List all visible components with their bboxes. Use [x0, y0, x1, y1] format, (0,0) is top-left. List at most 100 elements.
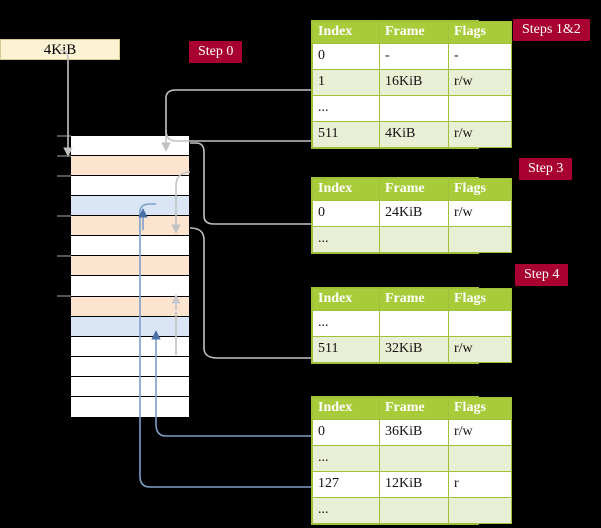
table-cell: 1 [312, 69, 380, 96]
size-label-4kib: 4KiB [0, 39, 120, 60]
memory-frame-row [71, 396, 189, 417]
table-row: ... [312, 445, 512, 472]
badge-step-0-text: Step 0 [198, 44, 234, 59]
table-cell: 511 [312, 336, 380, 363]
memory-tick-1 [57, 155, 71, 157]
memory-tick-8 [57, 295, 71, 297]
memory-tick-0 [57, 135, 71, 137]
table-cell: 0 [312, 43, 380, 70]
memory-frame-row [71, 356, 189, 377]
table-row: 0-- [312, 43, 512, 70]
table-cell: r/w [448, 121, 512, 148]
table-cell: r/w [448, 336, 512, 363]
memory-frame-row [71, 256, 189, 277]
table-row: ... [312, 497, 512, 524]
table-cell [448, 445, 512, 472]
memory-frame-row [71, 216, 189, 237]
table-row: ... [312, 310, 512, 337]
wire-size-to-memory [59, 49, 73, 157]
memory-tick-2 [57, 175, 71, 177]
table-cell: 4KiB [379, 121, 449, 148]
memory-frame-row [71, 296, 189, 317]
wire-memory-to-pd [189, 227, 311, 359]
badge-steps-1-2-text: Steps 1&2 [522, 22, 581, 37]
badge-step-3-text: Step 3 [528, 161, 564, 176]
table-cell: 0 [312, 419, 380, 446]
table-cell: r/w [448, 69, 512, 96]
table-cell: ... [312, 310, 380, 337]
size-label-text: 4KiB [43, 42, 77, 58]
table-header-frame: Frame [379, 288, 449, 311]
table-cell: - [379, 43, 449, 70]
table-header-flags: Flags [448, 397, 512, 420]
memory-frame-row [71, 156, 189, 177]
table-cell: r/w [448, 419, 512, 446]
table-header-index: Index [312, 21, 380, 44]
table-cell: 24KiB [379, 200, 449, 227]
table-header-frame: Frame [379, 397, 449, 420]
table-row: ... [312, 226, 512, 253]
badge-step-3: Step 3 [519, 158, 573, 180]
table-cell: r [448, 471, 512, 498]
table-cell: 32KiB [379, 336, 449, 363]
table-cell: r/w [448, 200, 512, 227]
table-cell: ... [312, 226, 380, 253]
table-header-frame: Frame [379, 178, 449, 201]
memory-frame-row [71, 136, 189, 157]
table-header-flags: Flags [448, 21, 512, 44]
table-cell: 511 [312, 121, 380, 148]
table-cell: ... [312, 445, 380, 472]
table-header-index: Index [312, 178, 380, 201]
physical-memory-column [70, 135, 190, 417]
table-cell [448, 95, 512, 122]
table-cell [379, 445, 449, 472]
table-header-frame: Frame [379, 21, 449, 44]
badge-step-4: Step 4 [515, 264, 569, 286]
table-cell [379, 95, 449, 122]
table-row: ... [312, 95, 512, 122]
badge-step-4-text: Step 4 [524, 267, 560, 282]
memory-frame-row [71, 176, 189, 197]
table-cell: 12KiB [379, 471, 449, 498]
memory-tick-4 [57, 215, 71, 217]
table-cell: 0 [312, 200, 380, 227]
table-cell: ... [312, 497, 380, 524]
table-cell: ... [312, 95, 380, 122]
table-cell [448, 226, 512, 253]
wire-pml4-511-to-memory [165, 89, 311, 142]
memory-frame-row [71, 276, 189, 297]
table-header-flags: Flags [448, 178, 512, 201]
table-cell [379, 226, 449, 253]
memory-frame-row [71, 196, 189, 217]
table-header-flags: Flags [448, 288, 512, 311]
badge-steps-1-2: Steps 1&2 [513, 19, 590, 41]
memory-frame-row [71, 336, 189, 357]
memory-frame-row [71, 376, 189, 397]
memory-frame-row [71, 236, 189, 257]
table-header-index: Index [312, 288, 380, 311]
table-cell [448, 497, 512, 524]
table-cell: 127 [312, 471, 380, 498]
memory-tick-6 [57, 255, 71, 257]
wire-memory-to-pdp [190, 142, 311, 225]
badge-step-0: Step 0 [189, 41, 243, 63]
